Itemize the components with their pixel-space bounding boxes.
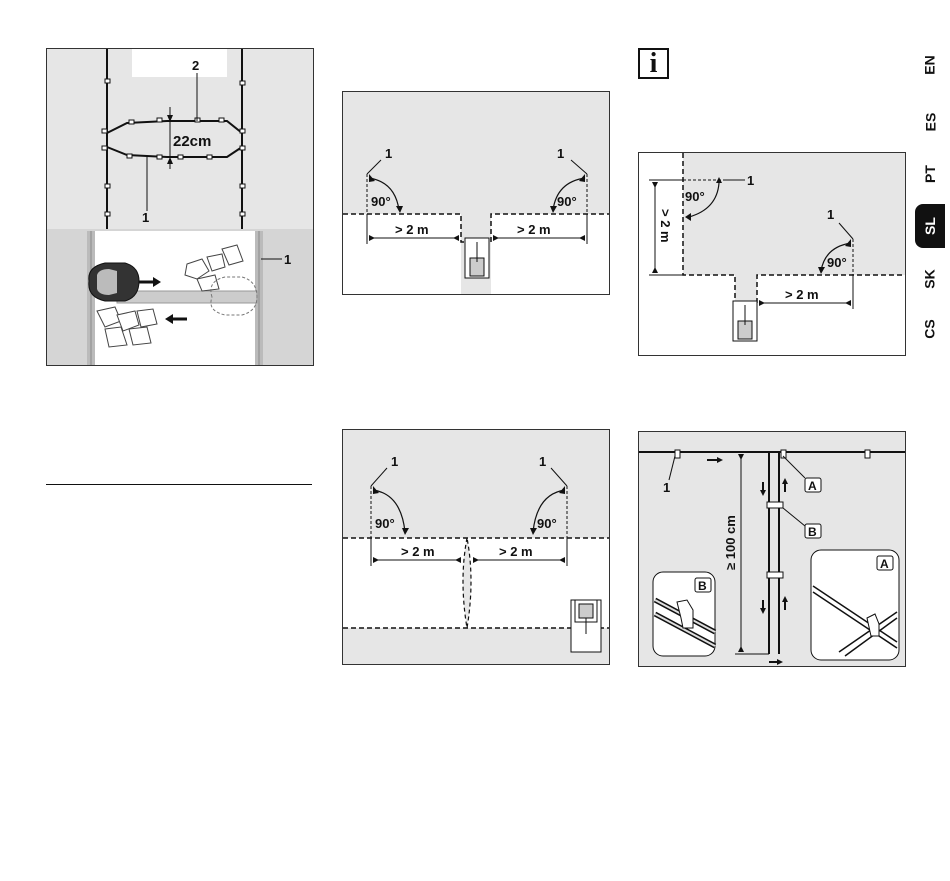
lang-tab-cs-label: CS bbox=[922, 319, 938, 338]
callout-a: A bbox=[808, 479, 817, 493]
angle-top: 90° bbox=[685, 189, 705, 204]
angle-left: 90° bbox=[371, 194, 391, 209]
lang-tab-es[interactable]: ES bbox=[915, 103, 945, 141]
angle-right: 90° bbox=[537, 516, 557, 531]
label-1: 1 bbox=[663, 480, 670, 495]
station-corner-diagram: 1 90° 1 90° > 2 m > 2 m bbox=[639, 153, 906, 356]
lang-tab-sk-label: SK bbox=[922, 269, 938, 288]
dist-horizontal: > 2 m bbox=[785, 287, 819, 302]
guide-wire-diagram: ≥ 100 cm 1 A B B A bbox=[639, 432, 906, 667]
station-center-diagram: 1 90° 1 90° > 2 m > 2 m bbox=[343, 92, 610, 295]
wire-spacing-diagram: 22cm 2 1 1 bbox=[47, 49, 314, 366]
angle-right: 90° bbox=[827, 255, 847, 270]
dist-vertical: > 2 m bbox=[658, 209, 673, 243]
lang-tab-en-label: EN bbox=[922, 55, 938, 74]
figure-station-corner: 1 90° 1 90° > 2 m > 2 m bbox=[638, 152, 906, 356]
lang-tab-es-label: ES bbox=[922, 113, 938, 132]
label-top-1: 1 bbox=[747, 173, 754, 188]
info-icon: i bbox=[638, 48, 669, 79]
detail-a-label: A bbox=[880, 557, 889, 571]
callout-b: B bbox=[808, 525, 817, 539]
dist-right: > 2 m bbox=[499, 544, 533, 559]
figure-station-center: 1 90° 1 90° > 2 m > 2 m bbox=[342, 91, 610, 295]
dist-left: > 2 m bbox=[401, 544, 435, 559]
dist-left: > 2 m bbox=[395, 222, 429, 237]
label-right-1: 1 bbox=[557, 146, 564, 161]
distance-label: 22cm bbox=[173, 133, 211, 150]
section-divider bbox=[46, 484, 312, 485]
angle-left: 90° bbox=[375, 516, 395, 531]
lang-tab-sl-label: SL bbox=[922, 217, 938, 235]
lang-tab-sk[interactable]: SK bbox=[915, 260, 945, 298]
figure-wire-spacing: 22cm 2 1 1 bbox=[46, 48, 314, 366]
lang-tab-pt-label: PT bbox=[922, 165, 938, 183]
figure-passage: 1 90° 1 90° > 2 m > 2 m bbox=[342, 429, 610, 665]
label-left-1: 1 bbox=[385, 146, 392, 161]
label-1: 1 bbox=[142, 210, 149, 225]
figure-guide-wire: ≥ 100 cm 1 A B B A bbox=[638, 431, 906, 667]
label-2: 2 bbox=[192, 58, 199, 73]
label-left-1: 1 bbox=[391, 454, 398, 469]
label-right-1: 1 bbox=[827, 207, 834, 222]
passage-diagram: 1 90° 1 90° > 2 m > 2 m bbox=[343, 430, 610, 665]
angle-right: 90° bbox=[557, 194, 577, 209]
lang-tab-cs[interactable]: CS bbox=[915, 310, 945, 348]
distance-label: ≥ 100 cm bbox=[723, 515, 738, 570]
lang-tab-sl[interactable]: SL bbox=[915, 204, 945, 248]
label-right-1: 1 bbox=[539, 454, 546, 469]
lang-tab-pt[interactable]: PT bbox=[915, 155, 945, 193]
label-side-1: 1 bbox=[284, 252, 291, 267]
info-icon-glyph: i bbox=[650, 50, 658, 78]
lang-tab-en[interactable]: EN bbox=[915, 46, 945, 84]
detail-b-label: B bbox=[698, 579, 707, 593]
dist-right: > 2 m bbox=[517, 222, 551, 237]
